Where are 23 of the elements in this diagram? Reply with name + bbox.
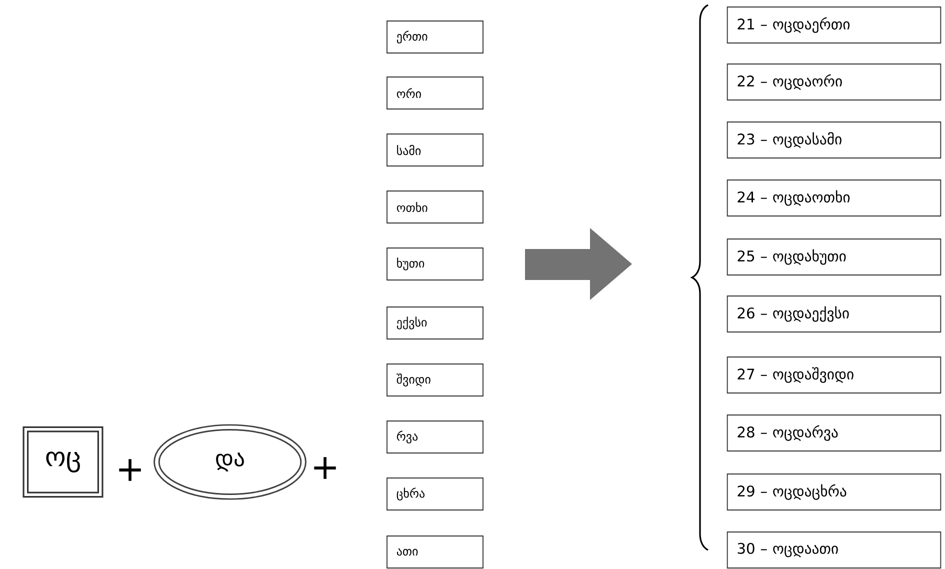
word-box: რვა bbox=[386, 420, 484, 454]
number-box: 26 – ოცდაექვსი bbox=[726, 296, 942, 332]
number-box: 29 – ოცდაცხრა bbox=[726, 474, 942, 510]
number-box: 23 – ოცდასამი bbox=[726, 122, 942, 158]
double-box: ოც bbox=[22, 426, 104, 498]
word-box: შვიდი bbox=[386, 364, 484, 396]
plus-sign: + bbox=[119, 459, 141, 481]
word-box: ხუთი bbox=[386, 248, 484, 280]
number-box: 30 – ოცდაათი bbox=[726, 532, 942, 568]
word-box: ოთხი bbox=[386, 190, 484, 224]
word-box: სამი bbox=[386, 134, 484, 166]
word-box: ორი bbox=[386, 76, 484, 110]
plus-sign: + bbox=[314, 457, 336, 479]
number-box: 25 – ოცდახუთი bbox=[726, 238, 942, 276]
number-box: 27 – ოცდაშვიდი bbox=[726, 356, 942, 394]
number-box: 22 – ოცდაორი bbox=[726, 64, 942, 100]
number-box: 21 – ოცდაერთი bbox=[726, 6, 942, 44]
word-box: ცხრა bbox=[386, 478, 484, 510]
word-box: ერთი bbox=[386, 20, 484, 54]
word-box: ექვსი bbox=[386, 306, 484, 340]
word-box: ათი bbox=[386, 536, 484, 568]
number-box: 24 – ოცდაოთხი bbox=[726, 180, 942, 216]
number-box: 28 – ოცდარვა bbox=[726, 414, 942, 452]
